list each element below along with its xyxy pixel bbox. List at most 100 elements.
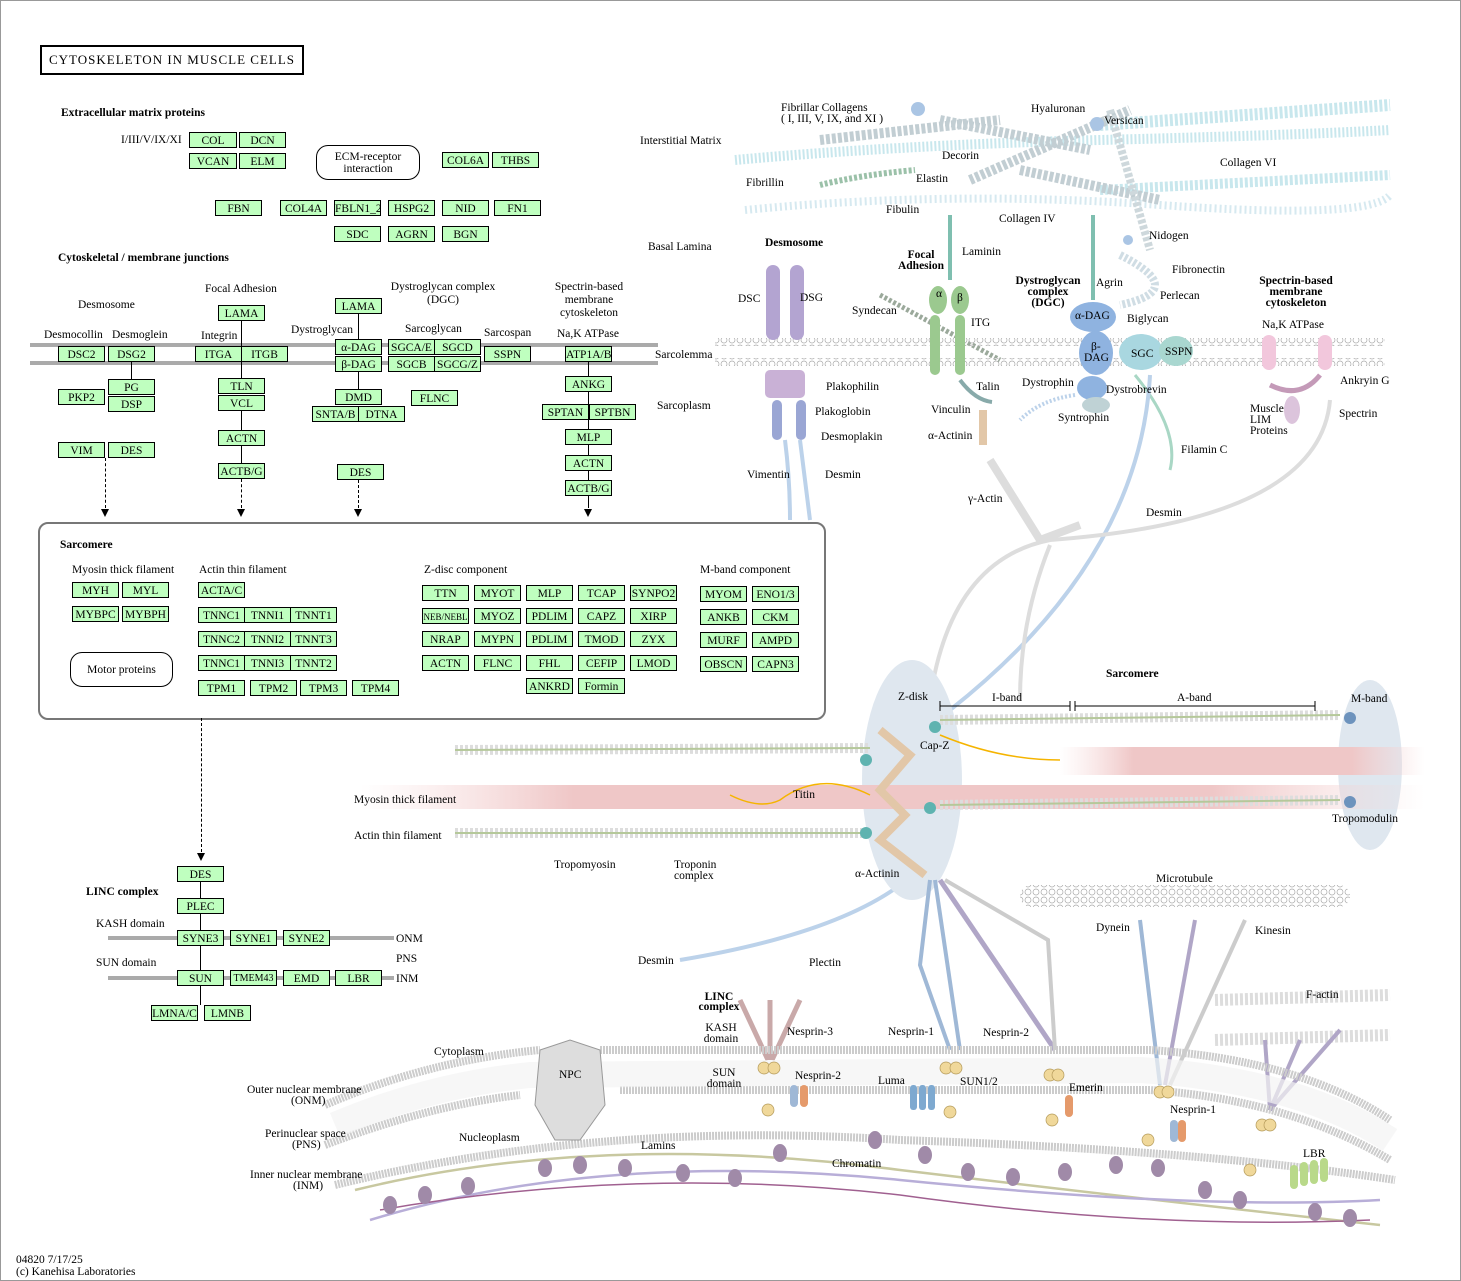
gene-ckm[interactable]: CKM [752,609,799,625]
gene-dsc2[interactable]: DSC2 [58,346,105,362]
gene-pg[interactable]: PG [108,379,155,395]
gene-acta[interactable]: ACTA/C [198,582,245,598]
gene-sun[interactable]: SUN [177,970,224,986]
gene-zyx[interactable]: ZYX [630,631,677,647]
gene-tnnt3[interactable]: TNNT3 [290,631,337,647]
gene-dsp[interactable]: DSP [108,396,155,412]
gene-ankb[interactable]: ANKB [700,609,747,625]
gene-emd[interactable]: EMD [283,970,330,986]
gene-des-2[interactable]: DES [337,464,384,480]
gene-flnc-1[interactable]: FLNC [411,390,458,406]
gene-capz[interactable]: CAPZ [578,608,625,624]
gene-dsg2[interactable]: DSG2 [108,346,155,362]
gene-col[interactable]: COL [189,132,237,148]
gene-actn-2[interactable]: ACTN [565,455,612,471]
gene-xirp[interactable]: XIRP [630,608,677,624]
gene-flnc-2[interactable]: FLNC [474,655,521,671]
gene-atp1a[interactable]: ATP1A/B [565,346,612,362]
gene-bgn[interactable]: BGN [442,226,489,242]
gene-tpm3[interactable]: TPM3 [300,680,347,696]
gene-sgcd[interactable]: SGCD [434,339,481,355]
gene-tpm4[interactable]: TPM4 [352,680,399,696]
gene-vcan[interactable]: VCAN [189,153,237,169]
gene-des-3[interactable]: DES [177,866,224,882]
gene-tnnt1[interactable]: TNNT1 [290,607,337,623]
gene-tpm1[interactable]: TPM1 [198,680,245,696]
gene-tnnc2[interactable]: TNNC2 [198,631,245,647]
gene-myot[interactable]: MYOT [474,585,521,601]
gene-pdlim-2[interactable]: PDLIM [526,631,573,647]
gene-tmod[interactable]: TMOD [578,631,625,647]
gene-actn-3[interactable]: ACTN [422,655,469,671]
gene-itgb[interactable]: ITGB [241,346,288,362]
gene-beta-dag[interactable]: β-DAG [335,356,382,372]
gene-actbg-2[interactable]: ACTB/G [565,480,612,496]
gene-pdlim-1[interactable]: PDLIM [526,608,573,624]
gene-col4a[interactable]: COL4A [280,200,327,216]
gene-plec[interactable]: PLEC [177,898,224,914]
gene-syne3[interactable]: SYNE3 [177,930,224,946]
gene-dtna[interactable]: DTNA [358,406,405,422]
gene-ttn[interactable]: TTN [422,585,469,601]
gene-myom[interactable]: MYOM [700,586,747,602]
gene-mypn[interactable]: MYPN [474,631,521,647]
gene-fbln1-2[interactable]: FBLN1_2 [334,200,381,216]
gene-obscn[interactable]: OBSCN [700,656,747,672]
gene-actbg-1[interactable]: ACTB/G [218,463,265,479]
gene-dmd[interactable]: DMD [335,389,382,405]
gene-sptbn[interactable]: SPTBN [589,404,636,420]
gene-tnni1[interactable]: TNNI1 [244,607,291,623]
gene-syne2[interactable]: SYNE2 [283,930,330,946]
gene-nrap[interactable]: NRAP [422,631,469,647]
gene-eno[interactable]: ENO1/3 [752,586,799,602]
gene-lmnb[interactable]: LMNB [204,1005,251,1021]
gene-dcn[interactable]: DCN [239,132,286,148]
gene-myl[interactable]: MYL [122,582,169,598]
gene-fbn[interactable]: FBN [215,200,262,216]
gene-alpha-dag[interactable]: α-DAG [335,339,382,355]
gene-mybpc[interactable]: MYBPC [72,606,119,622]
gene-tnnt2[interactable]: TNNT2 [290,655,337,671]
gene-vcl[interactable]: VCL [218,395,265,411]
gene-agrn[interactable]: AGRN [388,226,435,242]
gene-ankrd[interactable]: ANKRD [526,678,573,694]
gene-tnnc1-a[interactable]: TNNC1 [198,607,245,623]
gene-synpo2[interactable]: SYNPO2 [630,585,677,601]
gene-des-1[interactable]: DES [108,442,155,458]
ecm-receptor-link[interactable]: ECM-receptor interaction [316,145,420,180]
gene-tln[interactable]: TLN [218,378,265,394]
gene-syne1[interactable]: SYNE1 [230,930,277,946]
gene-sspn[interactable]: SSPN [484,346,531,362]
gene-col6a[interactable]: COL6A [442,152,489,168]
gene-tmem43[interactable]: TMEM43 [230,970,277,986]
gene-fhl[interactable]: FHL [526,655,573,671]
gene-myh[interactable]: MYH [72,582,119,598]
gene-cefip[interactable]: CEFIP [578,655,625,671]
gene-tnni3[interactable]: TNNI3 [244,655,291,671]
gene-tpm2[interactable]: TPM2 [250,680,297,696]
gene-lama-1[interactable]: LAMA [218,305,265,321]
gene-lmnac[interactable]: LMNA/C [151,1005,198,1021]
gene-tcap[interactable]: TCAP [578,585,625,601]
gene-sdc[interactable]: SDC [334,226,381,242]
gene-murf[interactable]: MURF [700,632,747,648]
motor-proteins-link[interactable]: Motor proteins [70,652,173,687]
gene-lama-2[interactable]: LAMA [335,298,382,314]
gene-vim[interactable]: VIM [58,442,105,458]
gene-sgcae[interactable]: SGCA/E [388,339,435,355]
gene-mlp-2[interactable]: MLP [526,585,573,601]
gene-formin[interactable]: Formin [578,678,625,694]
gene-tnni2[interactable]: TNNI2 [244,631,291,647]
gene-ampd[interactable]: AMPD [752,632,799,648]
gene-actn-1[interactable]: ACTN [218,430,265,446]
gene-hspg2[interactable]: HSPG2 [388,200,435,216]
gene-thbs[interactable]: THBS [492,152,539,168]
gene-fn1[interactable]: FN1 [494,200,541,216]
gene-myoz[interactable]: MYOZ [474,608,521,624]
gene-mybph[interactable]: MYBPH [122,606,169,622]
gene-sgcgz[interactable]: SGCG/Z [434,356,481,372]
gene-sgcb[interactable]: SGCB [388,356,435,372]
gene-lbr[interactable]: LBR [335,970,382,986]
gene-nid[interactable]: NID [442,200,489,216]
gene-itga[interactable]: ITGA [195,346,242,362]
